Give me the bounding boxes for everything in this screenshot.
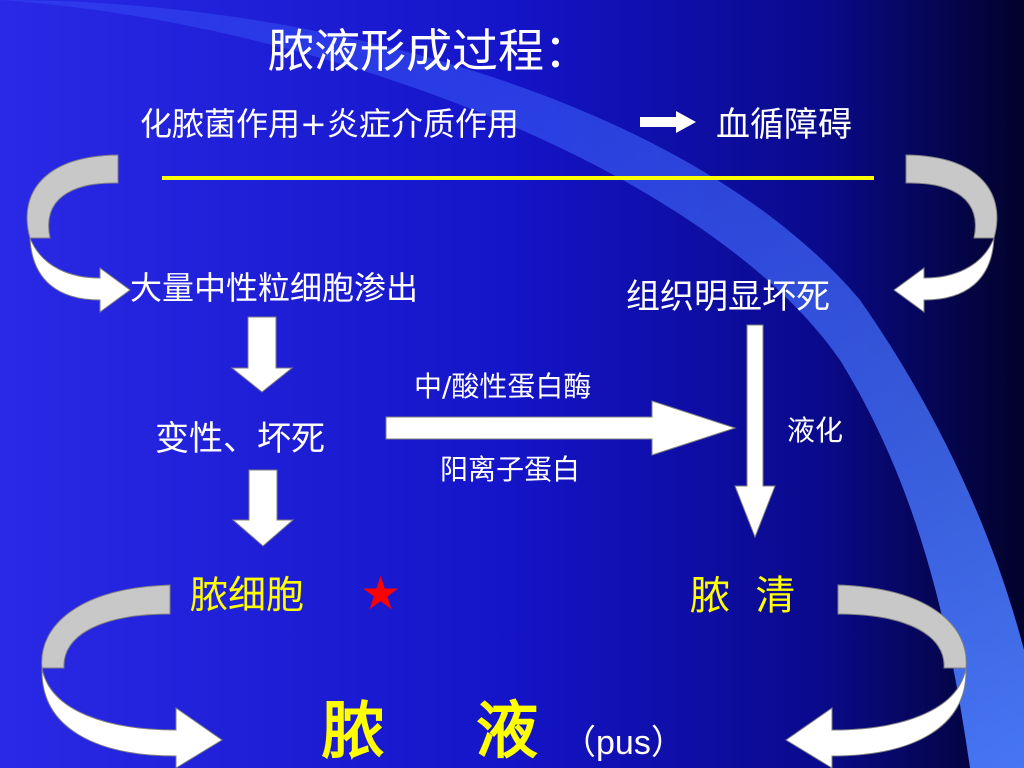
liquefaction-label: 液化 (787, 414, 844, 447)
down-arrow-icon (230, 316, 294, 393)
down-arrow-icon (231, 469, 295, 547)
curved-arrow-bottom-left-icon (41, 584, 223, 768)
star-icon: ★ (360, 566, 402, 620)
right-arrow-icon (640, 111, 696, 133)
result-char-2: 液 (476, 694, 539, 767)
cause-left-label: 化脓菌作用+炎症介质作用 (140, 105, 519, 143)
result-char-1: 脓 (322, 694, 385, 767)
separator-line (162, 176, 874, 180)
left-step1-label: 大量中性粒细胞渗出 (130, 269, 419, 307)
enzyme-label: 中/酸性蛋白酶 (414, 370, 592, 403)
left-step3-label: 脓细胞 (190, 573, 305, 617)
cation-protein-label: 阳离子蛋白 (440, 453, 581, 486)
cause-right-label: 血循障碍 (716, 105, 852, 145)
curved-arrow-top-right-icon (893, 154, 998, 313)
right-step1-label: 组织明显坏死 (626, 277, 830, 317)
result-latin-label: （pus） (562, 724, 685, 762)
down-arrow-icon (734, 324, 776, 539)
right-arrow-icon (385, 400, 737, 456)
curved-arrow-top-left-icon (26, 154, 131, 313)
slide-title: 脓液形成过程： (268, 24, 590, 78)
left-step2-label: 变性、坏死 (155, 419, 325, 459)
curved-arrow-bottom-right-icon (785, 584, 967, 768)
right-step3-label: 脓 清 (690, 573, 796, 619)
